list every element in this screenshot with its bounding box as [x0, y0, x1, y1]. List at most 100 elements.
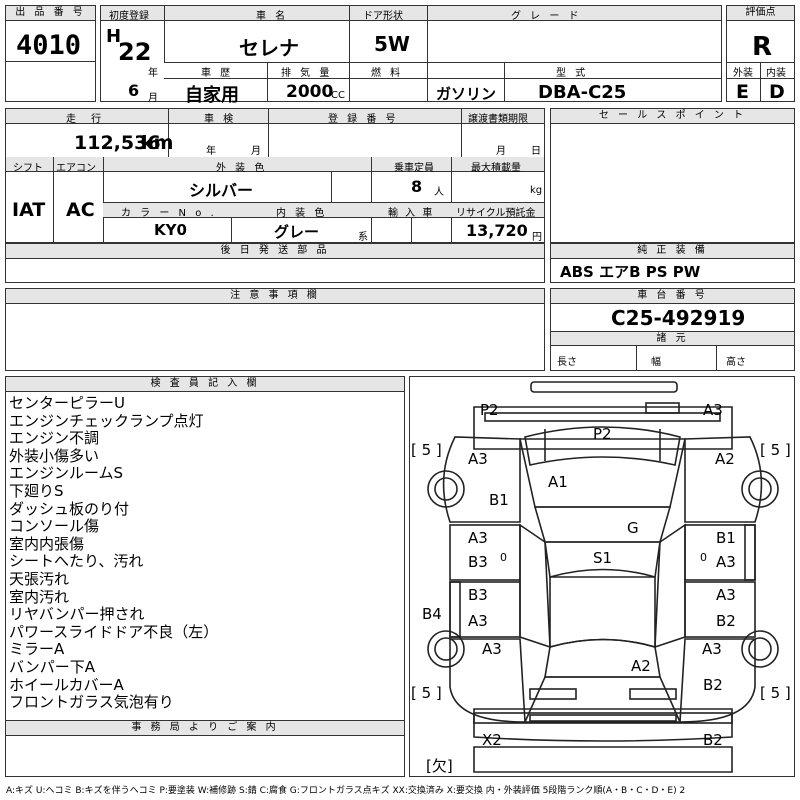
remark-line: 室内汚れ [9, 587, 70, 606]
equipment-list: ABS エアB PS PW [560, 263, 701, 281]
mark-b2-right-rear-door: B2 [716, 612, 736, 630]
mark-b3-left-front-door: B3 [468, 553, 488, 571]
details-box: 走 行 車 検 登 録 番 号 譲渡書類期限 112,536 km 年 月 月 … [5, 108, 545, 243]
mark-a2-right-fender: A2 [715, 450, 735, 468]
exterior-label: 外装 [733, 68, 753, 79]
model-label: 型 式 [556, 68, 589, 79]
era-mark: H [106, 26, 122, 47]
sales-points-box: セ ー ル ス ポ イ ン ト [550, 108, 795, 243]
mark-x2-bumper: X2 [482, 731, 502, 749]
mark-g-windshield: G [627, 519, 639, 537]
tire-rear-left: [ 5 ] [411, 684, 442, 702]
mark-missing: [欠] [426, 757, 453, 775]
shift-label: シフト [13, 163, 43, 174]
remark-line: センターピラーU [9, 394, 125, 412]
mark-a3-front-right: A3 [703, 401, 723, 419]
inspector-label: 検 査 員 記 入 欄 [6, 377, 404, 392]
remark-line: フロントガラス気泡有り [9, 693, 174, 712]
import-label: 輸 入 車 [388, 208, 435, 219]
displacement-label: 排 気 量 [281, 68, 333, 79]
notes-label: 注 意 事 項 欄 [6, 289, 544, 304]
recycle-deposit: 13,720 [466, 221, 528, 240]
displacement: 2000 [286, 82, 334, 102]
model-code: DBA-C25 [538, 82, 627, 103]
specs-label: 諸 元 [551, 331, 794, 346]
first-reg-label: 初度登録 [109, 11, 149, 22]
mark-a3-right-rear-door: A3 [716, 586, 736, 604]
mark-b3-left-rear-door: B3 [468, 586, 488, 604]
interior-label: 内装 [766, 68, 786, 79]
inspection-year-unit: 年 [206, 146, 216, 157]
shift: IAT [12, 199, 46, 221]
legend-text: A:キズ U:ヘコミ B:キズを伴うヘコミ P:要塗装 W:補修跡 S:錆 C:… [6, 786, 686, 796]
mark-a2-rear: A2 [631, 657, 651, 675]
car-outline [427, 381, 779, 773]
inspection-label: 車 検 [204, 114, 237, 125]
grade-label: グ レ ー ド [511, 11, 582, 22]
mark-zero-right: 0 [700, 551, 707, 564]
office-box: 事 務 局 よ り ご 案 内 [5, 720, 405, 777]
max-load-unit: kg [530, 185, 543, 196]
mark-a3-left-rear-door: A3 [468, 612, 488, 630]
remark-line: シートへたり、汚れ [9, 552, 144, 571]
transfer-day-unit: 日 [531, 146, 541, 157]
mark-b2-bumper: B2 [703, 731, 723, 749]
fuel-label: 燃 料 [371, 68, 404, 79]
remark-line: リヤバンパー押され [9, 605, 145, 624]
sales-points-label: セ ー ル ス ポ イ ン ト [551, 109, 794, 124]
remark-line: 室内内張傷 [9, 534, 85, 553]
color-label: 外 装 色 [216, 163, 268, 174]
interior-color: グレー [274, 223, 320, 241]
remark-line: エンジンチェックランプ点灯 [9, 411, 204, 430]
later-parts-box: 後 日 発 送 部 品 [5, 243, 545, 283]
remark-line: エンジンルームS [9, 464, 124, 483]
air-conditioner: AC [66, 199, 95, 221]
int-color-unit: 系 [358, 232, 368, 243]
mileage-unit: km [141, 132, 174, 154]
mark-p2-front-left: P2 [480, 401, 499, 419]
height-label: 高さ [726, 357, 746, 368]
remark-line: 外装小傷多い [9, 446, 100, 465]
displacement-unit: CC [331, 90, 345, 101]
remark-line: 下廻りS [9, 482, 64, 500]
equipment-label: 純 正 装 備 [551, 244, 794, 259]
mark-zero-left: 0 [500, 551, 507, 564]
mark-p2-grille: P2 [593, 425, 612, 443]
chassis-number: C25-492919 [611, 306, 746, 330]
mileage: 112,536 [74, 132, 161, 154]
equipment-box: 純 正 装 備 ABS エアB PS PW [550, 243, 795, 283]
damage-diagram: P2 A3 P2 [ 5 ] [ 5 ] A3 A2 A1 B1 G A3 B1… [409, 376, 795, 777]
lot-number-box: 出 品 番 号 4010 [5, 5, 96, 102]
capacity-unit: 人 [434, 187, 444, 198]
mileage-label: 走 行 [66, 114, 108, 125]
remark-line: パワースライドドア不良（左） [9, 622, 219, 641]
year-unit: 年 [148, 68, 158, 79]
reg-no-label: 登 録 番 号 [328, 114, 399, 125]
overall-score: R [752, 32, 773, 62]
car-name: セレナ [239, 36, 299, 60]
tire-rear-right: [ 5 ] [760, 684, 791, 702]
recycle-label: リサイクル預託金 [456, 208, 536, 219]
history: 自家用 [185, 85, 239, 106]
first-reg-year: 22 [118, 38, 152, 66]
mark-a1-hood: A1 [548, 473, 568, 491]
mark-s1-roof: S1 [593, 549, 613, 567]
remark-line: ホイールカバーA [9, 675, 124, 694]
mark-b1-right-front-door: B1 [716, 529, 736, 547]
month-unit: 月 [148, 93, 158, 104]
mark-a3-right-front-door: A3 [716, 553, 736, 571]
later-parts-label: 後 日 発 送 部 品 [6, 244, 544, 259]
tire-front-left: [ 5 ] [411, 441, 442, 459]
lot-number: 4010 [16, 30, 82, 61]
int-color-label: 内 装 色 [276, 208, 328, 219]
interior-score: D [769, 81, 785, 103]
length-label: 長さ [557, 357, 577, 368]
notes-box: 注 意 事 項 欄 [5, 288, 545, 371]
mark-a3-left-rear: A3 [482, 640, 502, 658]
mark-a3-left-fender: A3 [468, 450, 488, 468]
width-label: 幅 [651, 357, 661, 368]
transfer-label: 譲渡書類期限 [468, 114, 528, 125]
lot-number-label: 出 品 番 号 [6, 6, 95, 21]
tire-front-right: [ 5 ] [760, 441, 791, 459]
max-load-label: 最大積載量 [471, 163, 521, 174]
